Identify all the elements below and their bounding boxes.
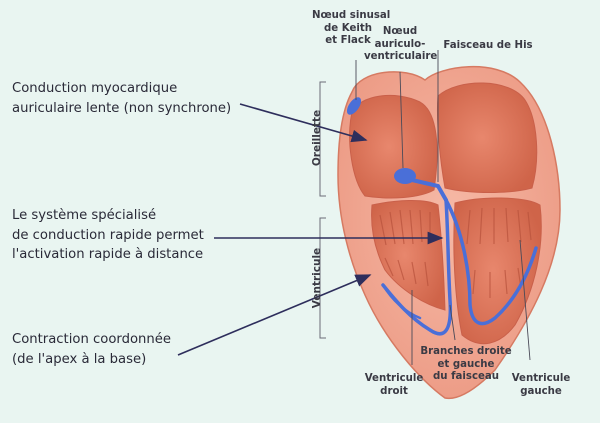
right-atrium-chamber: [349, 94, 438, 199]
label-contraction: Contraction coordonnée (de l'apex à la b…: [12, 332, 171, 367]
arrow-conduction-myocardique: [239, 103, 368, 143]
label-pointers: [355, 50, 531, 365]
label-ventricule-gauche: Ventricule gauche: [511, 373, 571, 397]
label-oreillette: Oreillette: [311, 109, 323, 167]
right-ventricle-chamber: [371, 199, 446, 311]
label-faisceau-his: Faisceau de His: [443, 40, 533, 51]
label-ventricule: Ventricule: [311, 247, 323, 309]
label-noeud-sinusal: Nœud sinusal de Keith et Flack: [312, 10, 391, 47]
label-noeud-av: Nœud auriculo- ventriculaire: [364, 26, 438, 63]
conduction-system: [381, 178, 538, 336]
ventricule-bracket: [319, 217, 326, 339]
left-atrium-chamber: [436, 82, 538, 193]
label-branches: Branches droite et gauche du faisceau: [420, 346, 512, 383]
left-ventricle-chamber: [453, 197, 542, 345]
oreillette-bracket: [319, 81, 326, 197]
label-ventricule-droit: Ventricule droit: [364, 373, 424, 397]
label-systeme-specialise: Le système spécialisé de conduction rapi…: [12, 208, 204, 262]
trabeculae-texture: [379, 207, 532, 298]
arrow-contraction: [177, 274, 372, 356]
label-conduction-myocardique: Conduction myocardique auriculaire lente…: [12, 81, 232, 116]
sinus-node: [346, 97, 362, 115]
